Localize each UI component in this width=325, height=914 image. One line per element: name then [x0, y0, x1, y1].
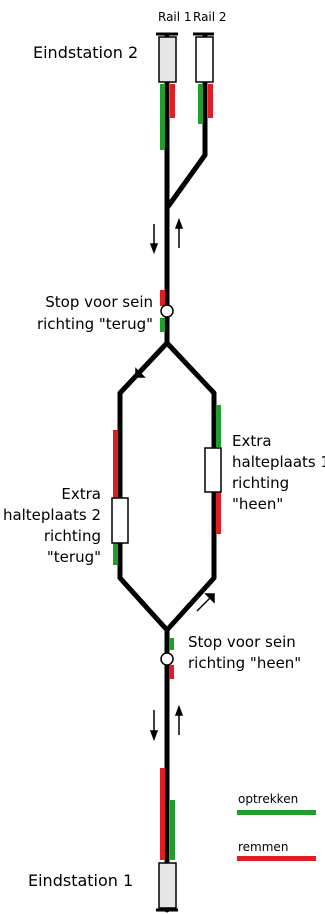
halteplaats-1-line-4: "heen": [232, 495, 283, 513]
legend: optrekken remmen: [237, 792, 316, 861]
arrow-down-top-icon: [149, 224, 159, 255]
brake-bar-stop-heen: [169, 665, 174, 679]
halteplaats-1-line-3: richting: [232, 474, 289, 492]
arrow-down-bottom-icon: [149, 710, 159, 742]
accelerate-bar-bottom: [170, 800, 175, 860]
arrow-up-bottom-icon: [174, 704, 184, 735]
stop-heen-line-1: Stop voor sein: [188, 633, 296, 651]
halteplaats-1-line-2: halteplaats 1: [232, 453, 325, 471]
legend-swatch-accelerate: [237, 810, 316, 815]
track-loop-left: [117, 340, 170, 633]
brake-bar-halteplaats-2: [113, 430, 118, 500]
rail-1-label: Rail 1: [158, 10, 192, 24]
brake-bar-stop-terug: [160, 290, 165, 306]
brake-bar-halteplaats-1: [216, 492, 221, 534]
accelerate-bar-halteplaats-1: [216, 405, 221, 447]
halteplaats-2-line-4: "terug": [47, 548, 101, 566]
legend-label-accelerate: optrekken: [238, 792, 298, 806]
station-label-bottom: Eindstation 1: [28, 871, 133, 890]
legend-label-brake: remmen: [238, 840, 288, 854]
accelerate-bar-stop-heen: [169, 638, 174, 650]
accelerate-bar-stop-terug: [160, 318, 165, 332]
arrow-down-left-icon: [135, 359, 154, 378]
signal-terug-circle: [160, 304, 174, 318]
accelerate-bar-rail-1-top: [160, 84, 165, 150]
accelerate-bar-rail-2-top: [198, 84, 203, 124]
rail-2-label: Rail 2: [193, 10, 227, 24]
station-platform-bottom: [158, 862, 177, 909]
stop-terug-line-2: richting "terug": [37, 315, 153, 333]
stop-terug-line-1: Stop voor sein: [45, 293, 153, 311]
station-label-top: Eindstation 2: [33, 43, 138, 62]
station-platform-top-rail-2: [195, 36, 214, 83]
brake-bar-rail-2-top: [208, 84, 213, 118]
brake-bar-rail-1-top: [170, 84, 175, 118]
track-lines: [117, 33, 217, 913]
arrow-up-top-icon: [174, 217, 184, 248]
halteplaats-2-line-1: Extra: [61, 485, 101, 503]
signal-heen-circle: [160, 652, 174, 666]
platform-halteplaats-1: [204, 447, 222, 493]
platform-halteplaats-2: [111, 497, 129, 544]
legend-swatch-brake: [237, 856, 316, 861]
stop-heen-line-2: richting "heen": [188, 654, 301, 672]
track-switch-top: [164, 152, 208, 211]
accelerate-bar-halteplaats-2: [113, 543, 118, 565]
station-platform-top-rail-1: [158, 36, 177, 83]
halteplaats-2-line-2: halteplaats 2: [3, 506, 101, 524]
halteplaats-1-line-1: Extra: [232, 432, 272, 450]
arrow-up-right-icon: [196, 593, 215, 612]
brake-bar-bottom: [160, 768, 165, 860]
halteplaats-2-line-3: richting: [44, 527, 101, 545]
